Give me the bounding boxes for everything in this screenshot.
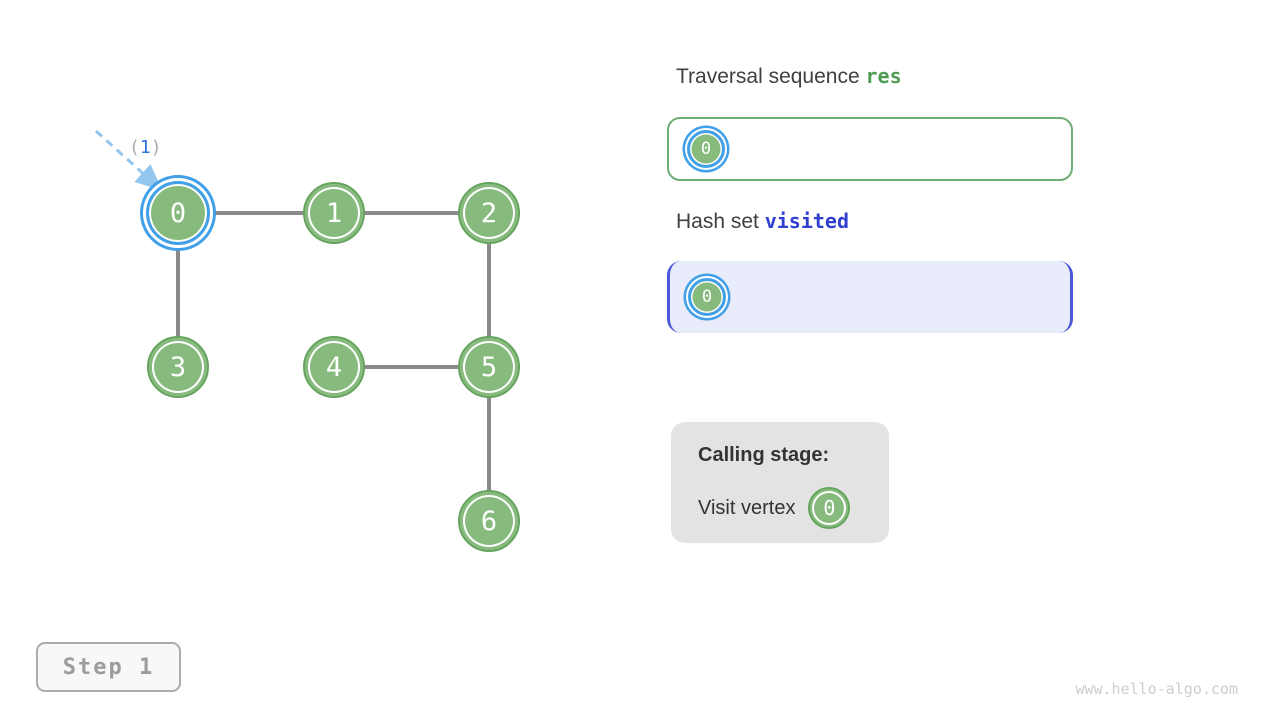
calling-stage-title: Calling stage: (698, 444, 830, 466)
hash-set-box: 0 (667, 261, 1073, 333)
hash-set-header: Hash set visited (676, 209, 849, 234)
graph-node-2: 2 (458, 182, 520, 244)
visited-code-label: visited (764, 209, 850, 233)
step-indicator[interactable]: Step 1 (36, 642, 181, 692)
graph-node-0: 0 (146, 181, 210, 245)
hash-set-title: Hash set (676, 210, 759, 233)
arrow-step-label: (1) (129, 137, 162, 158)
arrow-label-number: 1 (139, 137, 151, 158)
traversal-sequence-header: Traversal sequence res (676, 64, 902, 89)
traversal-sequence-title: Traversal sequence (676, 65, 860, 88)
res-item-0: 0 (687, 130, 725, 168)
visited-item-0: 0 (688, 278, 726, 316)
graph-node-5: 5 (458, 336, 520, 398)
calling-vertex-node: 0 (808, 487, 851, 529)
res-code-label: res (865, 64, 902, 88)
traversal-sequence-box: 0 (667, 117, 1073, 181)
calling-stage-card: Calling stage: Visit vertex 0 (671, 422, 889, 543)
arrow-label-open-paren: ( (129, 137, 140, 158)
graph-node-1: 1 (303, 182, 365, 244)
visit-vertex-label: Visit vertex (698, 496, 796, 519)
graph-node-3: 3 (147, 336, 209, 398)
graph-node-4: 4 (303, 336, 365, 398)
arrow-label-close-paren: ) (150, 137, 162, 158)
watermark: www.hello-algo.com (1075, 680, 1238, 698)
graph-node-6: 6 (458, 490, 520, 552)
calling-stage-row: Visit vertex 0 (698, 487, 889, 529)
